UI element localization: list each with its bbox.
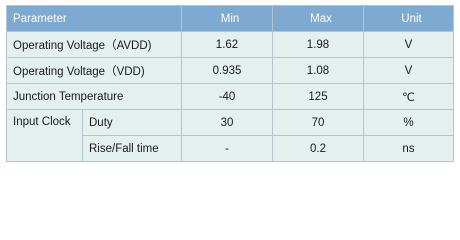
row-max: 1.98	[272, 31, 364, 58]
subrow-parameter: Rise/Fall time	[82, 135, 182, 162]
subrow-unit: ns	[363, 135, 454, 162]
subrow-max: 0.2	[272, 135, 364, 162]
row-parameter: Operating Voltage（AVDD)	[6, 31, 182, 58]
row-max: 125	[272, 83, 364, 110]
row-unit: V	[363, 57, 454, 84]
group-label: Input Clock	[6, 109, 83, 162]
header-parameter: Parameter	[6, 5, 182, 32]
row-parameter: Operating Voltage（VDD)	[6, 57, 182, 84]
subrow-min: -	[181, 135, 273, 162]
spec-table: Parameter Min Max Unit Operating Voltage…	[6, 5, 454, 162]
header-max: Max	[272, 5, 364, 32]
subrow-max: 70	[272, 109, 364, 136]
row-unit: ℃	[363, 83, 454, 110]
header-row: Parameter Min Max Unit	[6, 5, 454, 32]
row-min: 1.62	[181, 31, 273, 58]
header-unit: Unit	[363, 5, 454, 32]
header-min: Min	[181, 5, 273, 32]
subrow-unit: %	[363, 109, 454, 136]
table-row: Junction Temperature -40 125 ℃	[6, 83, 454, 110]
table-row: Rise/Fall time - 0.2 ns	[7, 135, 454, 162]
row-parameter: Junction Temperature	[6, 83, 182, 110]
row-max: 1.08	[272, 57, 364, 84]
subrow-min: 30	[181, 109, 273, 136]
subrow-parameter: Duty	[82, 109, 182, 136]
table-row: Input Clock Duty 30 70 %	[6, 109, 454, 162]
table-row: Operating Voltage（VDD) 0.935 1.08 V	[6, 57, 454, 84]
row-min: 0.935	[181, 57, 273, 84]
row-unit: V	[363, 31, 454, 58]
table-row: Operating Voltage（AVDD) 1.62 1.98 V	[6, 31, 454, 58]
row-min: -40	[181, 83, 273, 110]
